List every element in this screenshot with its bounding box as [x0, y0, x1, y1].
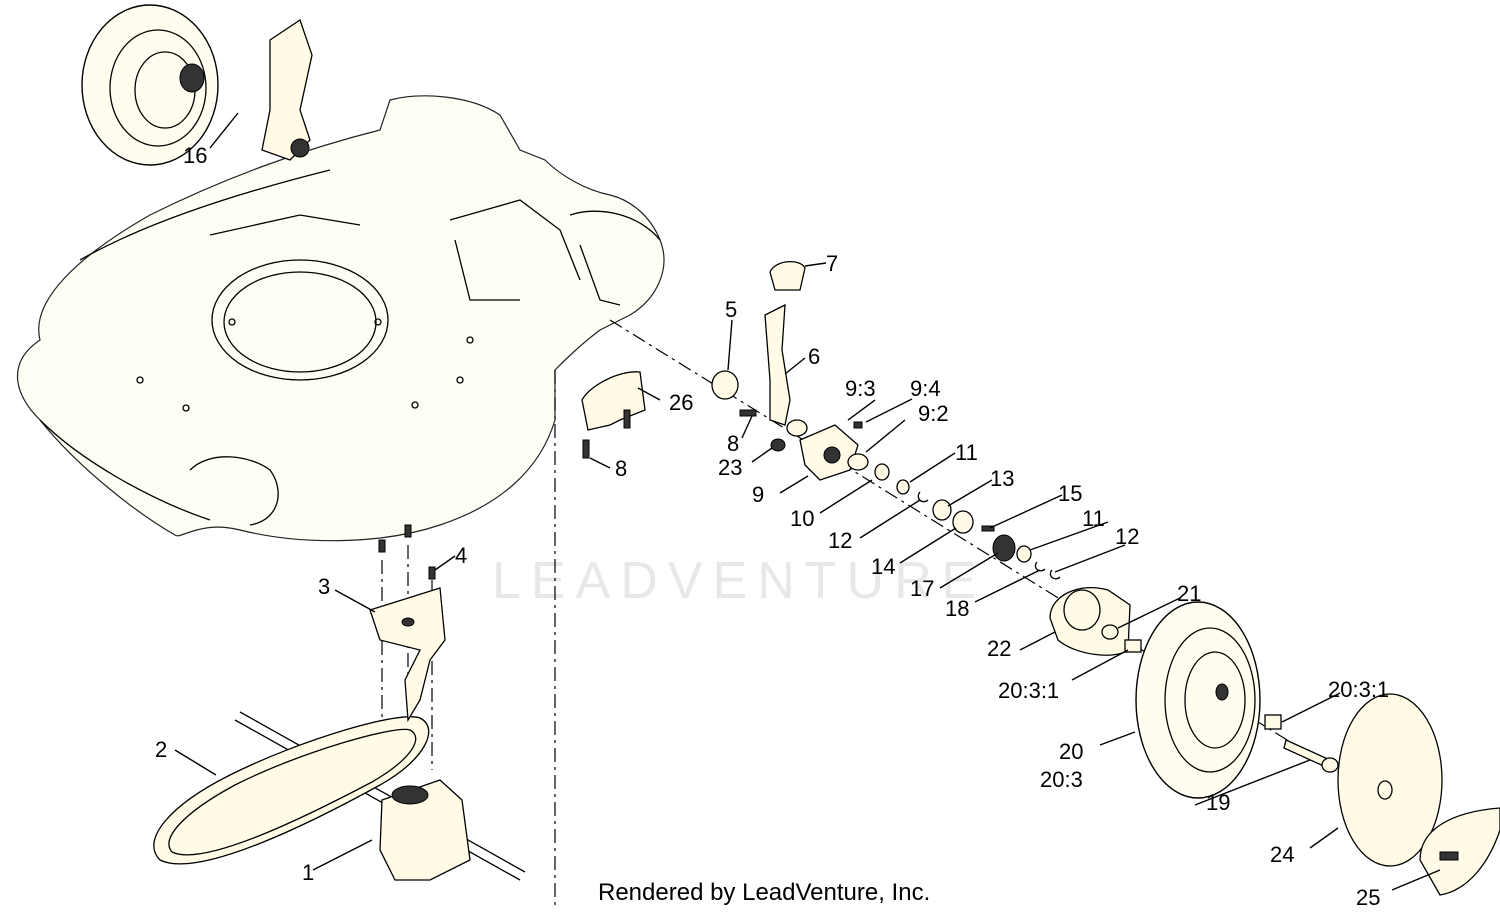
leader-lines [174, 112, 1441, 891]
callout-19: 19 [1206, 790, 1230, 815]
callout-9-4: 9:4 [910, 376, 941, 401]
callout-2: 2 [155, 737, 167, 762]
callout-17: 17 [910, 576, 934, 601]
callout-5: 5 [725, 297, 737, 322]
drive-hardware [874, 463, 1061, 580]
callout-3: 3 [318, 574, 330, 599]
callout-20-3-1-left: 20:3:1 [998, 678, 1059, 703]
callout-23: 23 [718, 455, 742, 480]
callout-9-2: 9:2 [918, 401, 949, 426]
callout-7: 7 [826, 251, 838, 276]
callout-16: 16 [183, 143, 207, 168]
front-wheel-assembly [81, 4, 313, 166]
callout-8-upper: 8 [727, 431, 739, 456]
pivot-bracket [770, 419, 869, 481]
gear-cover [1049, 586, 1142, 656]
callout-21: 21 [1177, 581, 1201, 606]
callout-20-3-1-right: 20:3:1 [1328, 677, 1389, 702]
callout-18: 18 [945, 596, 969, 621]
callout-13: 13 [990, 466, 1014, 491]
callout-20: 20 [1059, 739, 1083, 764]
shield-assembly [581, 371, 646, 459]
footer-credit: Rendered by LeadVenture, Inc. [598, 879, 930, 906]
callout-24: 24 [1270, 842, 1294, 867]
callout-4: 4 [455, 543, 467, 568]
callout-26: 26 [669, 390, 693, 415]
callout-1: 1 [302, 860, 314, 885]
callout-15: 15 [1058, 481, 1082, 506]
callout-12-left: 12 [828, 528, 852, 553]
callout-22: 22 [987, 636, 1011, 661]
callout-9-3: 9:3 [845, 376, 876, 401]
callout-10: 10 [790, 506, 814, 531]
callout-11-upper: 11 [955, 440, 978, 465]
callout-12-right: 12 [1115, 524, 1139, 549]
callout-8-lower: 8 [615, 456, 627, 481]
callout-6: 6 [808, 344, 820, 369]
transmission-assembly [153, 711, 526, 881]
wheel-cap-assembly [1264, 693, 1500, 896]
height-adjuster [711, 261, 806, 426]
callout-11-lower: 11 [1082, 506, 1105, 531]
rear-wheel [1135, 601, 1261, 799]
bracket-assembly [369, 524, 446, 723]
assembly-line-axle [609, 319, 1401, 811]
callout-14: 14 [871, 554, 895, 579]
callout-25: 25 [1356, 885, 1380, 910]
callout-9: 9 [752, 482, 764, 507]
callout-20-3: 20:3 [1040, 767, 1083, 792]
watermark: LEADVENTURE [492, 552, 986, 610]
mower-deck [17, 95, 665, 542]
